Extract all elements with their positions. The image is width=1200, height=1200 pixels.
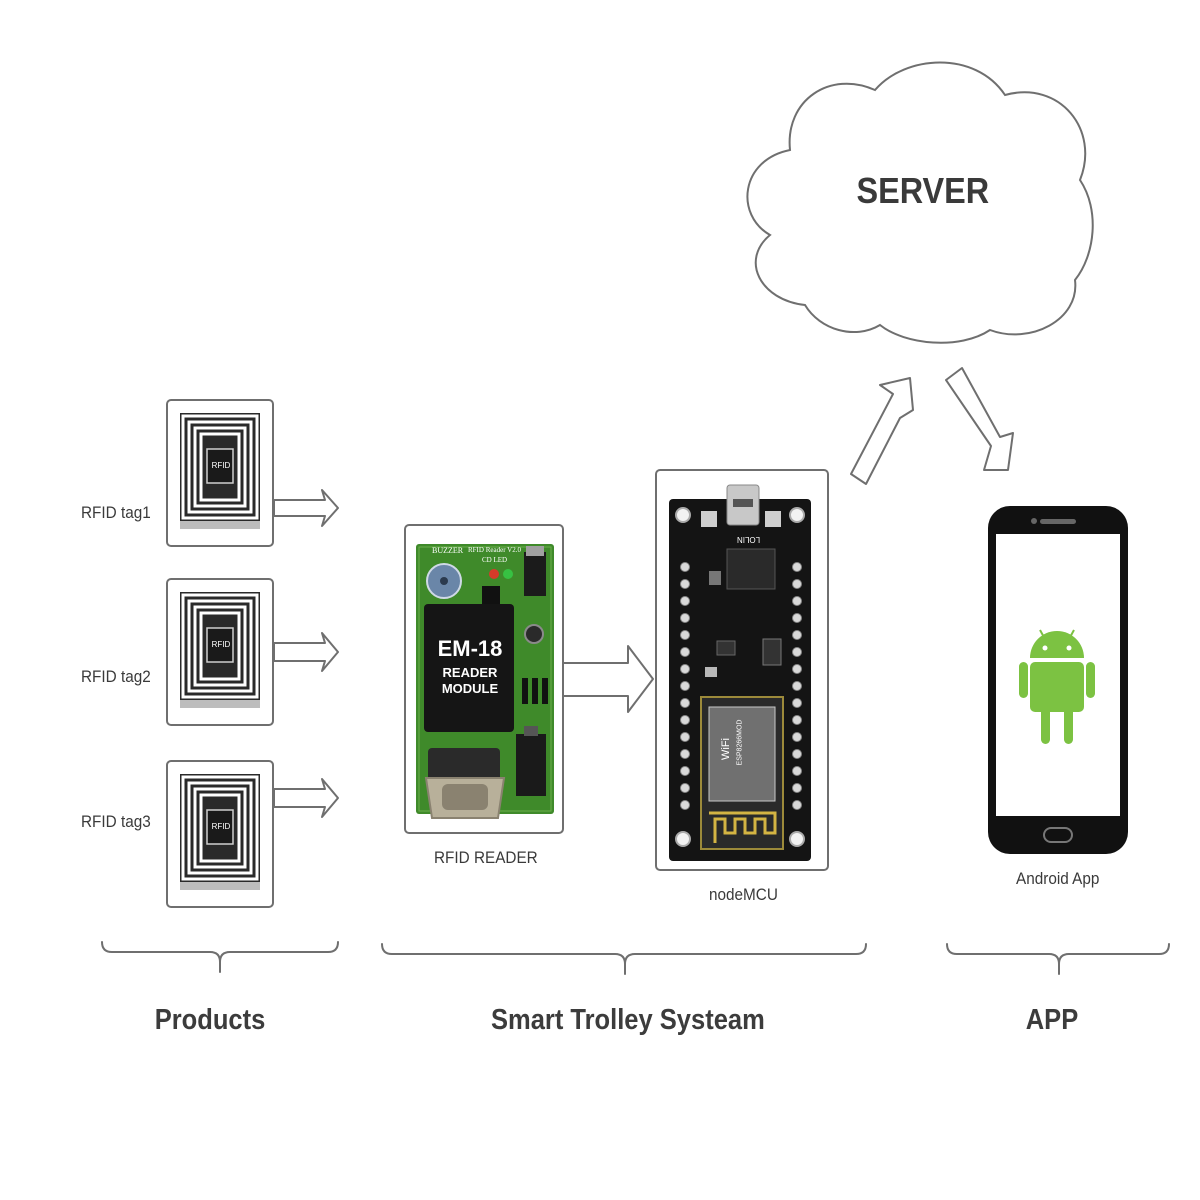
rfid-tag-icon — [180, 413, 260, 529]
em18-title: EM-18 — [437, 636, 503, 661]
app-group-title: APP — [1025, 1004, 1079, 1036]
rfid-tag1-frame: RFID — [166, 399, 274, 547]
header-pin — [792, 698, 802, 708]
header-pin — [792, 783, 802, 793]
products-group-title: Products — [154, 1004, 266, 1036]
rfid-tag2-frame: RFID — [166, 578, 274, 726]
nodemcu-pins — [680, 562, 802, 810]
header-pin — [792, 749, 802, 759]
header-pin — [792, 766, 802, 776]
tag3-label: RFID tag3 — [81, 812, 151, 831]
tag1-label: RFID tag1 — [81, 503, 151, 522]
tag2-label: RFID tag2 — [81, 667, 151, 686]
tag2-chip-text: RFID — [211, 640, 231, 649]
header-pin — [680, 579, 690, 589]
em18-line2: READER — [442, 665, 498, 680]
products-brace — [101, 941, 339, 973]
header-pin — [792, 596, 802, 606]
header-pin — [680, 664, 690, 674]
header-pin — [680, 596, 690, 606]
header-pin — [680, 732, 690, 742]
header-pin — [680, 800, 690, 810]
reader-board-text2: RFID Reader V2.0 — [468, 546, 521, 554]
header-pin — [680, 766, 690, 776]
header-pin — [792, 681, 802, 691]
server-to-app-arrow — [945, 367, 1014, 471]
reader-board-text3: CD LED — [482, 556, 508, 564]
rfid-reader-board — [416, 544, 554, 819]
header-pin — [680, 715, 690, 725]
header-pin — [792, 579, 802, 589]
reader-caption: RFID READER — [434, 848, 538, 867]
mcu-to-server-arrow — [850, 377, 914, 485]
header-pin — [680, 749, 690, 759]
header-pin — [680, 698, 690, 708]
app-brace — [946, 943, 1170, 975]
header-pin — [680, 613, 690, 623]
header-pin — [680, 783, 690, 793]
tag1-arrow — [273, 489, 339, 527]
system-brace — [381, 943, 867, 975]
android-app-caption: Android App — [1016, 869, 1100, 888]
rfid-tag-icon — [180, 774, 260, 890]
android-robot-icon — [1019, 629, 1095, 744]
tag2-arrow — [273, 632, 339, 672]
tag3-chip-text: RFID — [211, 822, 231, 831]
nodemcu-frame: LOLIN WiFi ESP8266MOD — [655, 469, 829, 871]
header-pin — [680, 647, 690, 657]
header-pin — [792, 800, 802, 810]
header-pin — [680, 681, 690, 691]
nodemcu-caption: nodeMCU — [709, 885, 778, 904]
header-pin — [792, 630, 802, 640]
header-pin — [680, 562, 690, 572]
header-pin — [792, 732, 802, 742]
reader-board-text1: BUZZER — [432, 546, 464, 555]
tag1-chip-text: RFID — [211, 461, 231, 470]
header-pin — [792, 613, 802, 623]
tag3-arrow — [273, 778, 339, 818]
reader-to-mcu-arrow — [562, 645, 654, 713]
header-pin — [792, 715, 802, 725]
nodemcu-board — [669, 484, 811, 861]
system-group-title: Smart Trolley Systeam — [491, 1004, 765, 1036]
server-label: SERVER — [856, 170, 990, 211]
em18-line3: MODULE — [441, 681, 499, 696]
header-pin — [792, 647, 802, 657]
rfid-tag-icon — [180, 592, 260, 708]
header-pin — [680, 630, 690, 640]
header-pin — [792, 664, 802, 674]
rfid-tag3-frame: RFID — [166, 760, 274, 908]
header-pin — [792, 562, 802, 572]
rfid-reader-frame: BUZZER RFID Reader V2.0 CD LED EM-18 REA… — [404, 524, 564, 834]
